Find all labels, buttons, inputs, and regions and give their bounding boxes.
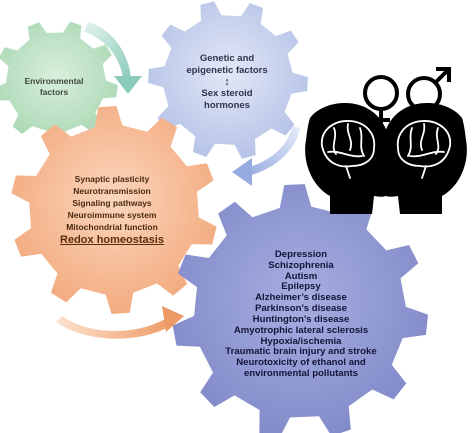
mechanism-item: Neuroimmune system <box>67 209 157 220</box>
disorder-item: Neurotoxicity of ethanol and <box>236 357 366 369</box>
disorder-item: Schizophrenia <box>268 259 334 271</box>
disorder-item: Alzheimer’s disease <box>255 292 347 304</box>
curved-arrow-orange-to-purple <box>56 306 184 339</box>
disorder-item: Autism <box>284 270 318 282</box>
disorder-item: Hypoxia/ischemia <box>260 335 342 347</box>
disorder-item: Huntington’s disease <box>252 313 350 325</box>
genetic-line-1: Genetic and <box>199 53 255 64</box>
disorders-list: Depression Schizophrenia Autism Epilepsy… <box>208 249 394 380</box>
genetic-factors-label: Genetic and epigenetic factors ↕ Sex ste… <box>166 53 288 112</box>
mechanisms-gear <box>11 106 217 314</box>
mechanism-item: Neurotransmission <box>73 185 151 196</box>
environmental-line: Environmental <box>24 76 84 86</box>
genetic-gear <box>148 1 308 159</box>
factors-line: factors <box>39 86 69 97</box>
genetic-line-2: epigenetic factors <box>186 64 268 76</box>
head-brain-icon-left <box>305 103 398 214</box>
hormones-line-2: hormones <box>204 100 250 112</box>
environmental-gear <box>0 21 118 144</box>
environmental-factors-label: Environmental factors <box>10 76 98 97</box>
mechanism-item: Synaptic plasticity <box>74 174 150 184</box>
curved-arrow-blue-to-orange <box>232 126 300 186</box>
disorders-gear <box>172 184 428 433</box>
disorder-item: environmental pollutants <box>243 368 359 380</box>
disorder-item: Amyotrophic lateral sclerosis <box>233 324 369 336</box>
redox-homeostasis-label: Redox homeostasis <box>60 234 164 247</box>
disorder-item: Traumatic brain injury and stroke <box>225 346 377 358</box>
curved-arrow-green-to-blue <box>84 22 142 94</box>
head-brain-icon-right <box>374 103 467 214</box>
mechanism-item: Signaling pathways <box>72 197 152 208</box>
mechanisms-list: Synaptic plasticity Neurotransmission Si… <box>40 174 184 248</box>
hormones-line-1: Sex steroid <box>201 88 253 100</box>
mechanism-item: Mitochondrial function <box>66 221 158 232</box>
up-down-arrow-icon: ↕ <box>224 75 230 88</box>
disorder-item: Depression <box>274 249 328 260</box>
disorder-item: Epilepsy <box>281 281 321 293</box>
disorder-item: Parkinson’s disease <box>255 303 347 315</box>
